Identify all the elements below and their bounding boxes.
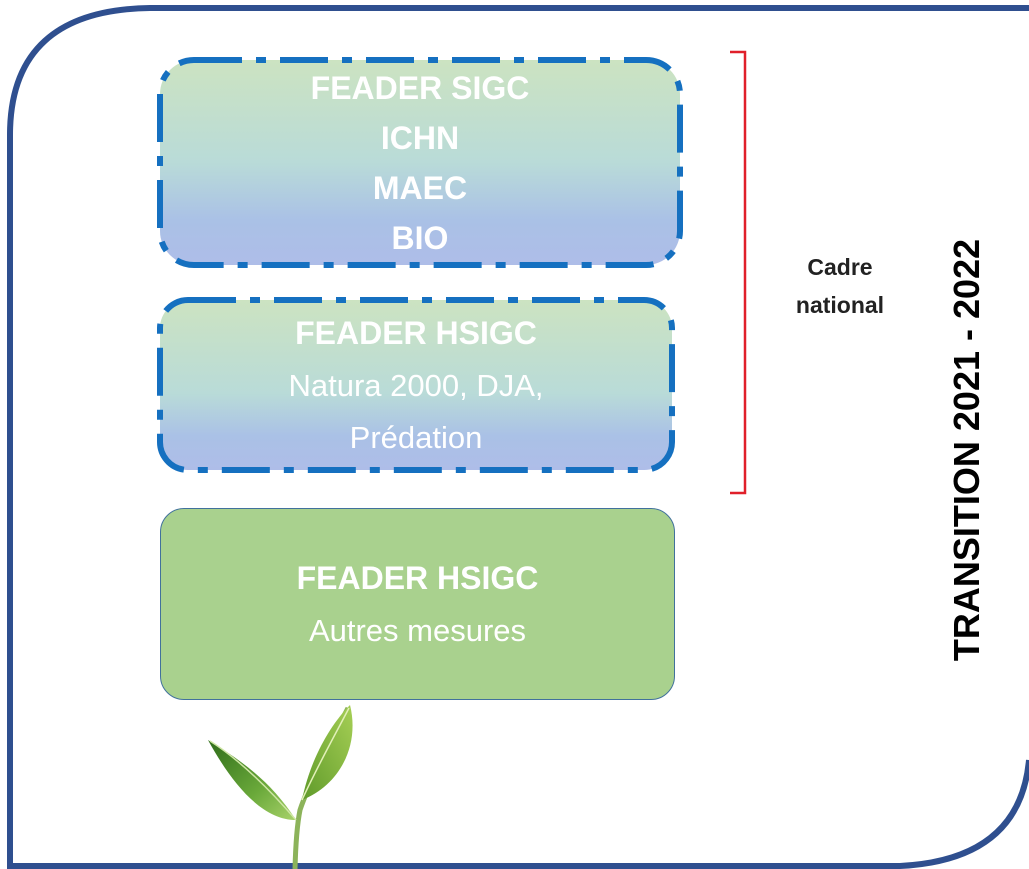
feader-hsigc-autres-box: FEADER HSIGC Autres mesures [160,508,675,700]
leaf-sprout-icon [208,705,353,869]
box3-line-1: Autres mesures [308,613,527,648]
cadre-line-1: Cadre [807,254,873,280]
box1-line-3: MAEC [372,169,468,206]
cadre-line-2: national [795,292,885,318]
box1-line-2: ICHN [380,119,460,156]
box2-line-2: Prédation [349,420,483,455]
box2-title: FEADER HSIGC [295,315,537,351]
box1-line-1: FEADER SIGC [310,69,530,106]
box3-title: FEADER HSIGC [296,560,539,596]
feader-hsigc-national-box: FEADER HSIGC Natura 2000, DJA, Prédation [160,300,672,470]
box1-line-4: BIO [391,219,449,256]
cadre-national-label: Cadre national [770,248,910,324]
feader-sigc-box: FEADER SIGC ICHN MAEC BIO [160,60,680,265]
box2-line-1: Natura 2000, DJA, [288,368,544,403]
transition-label: TRANSITION 2021 - 2022 [946,238,987,662]
